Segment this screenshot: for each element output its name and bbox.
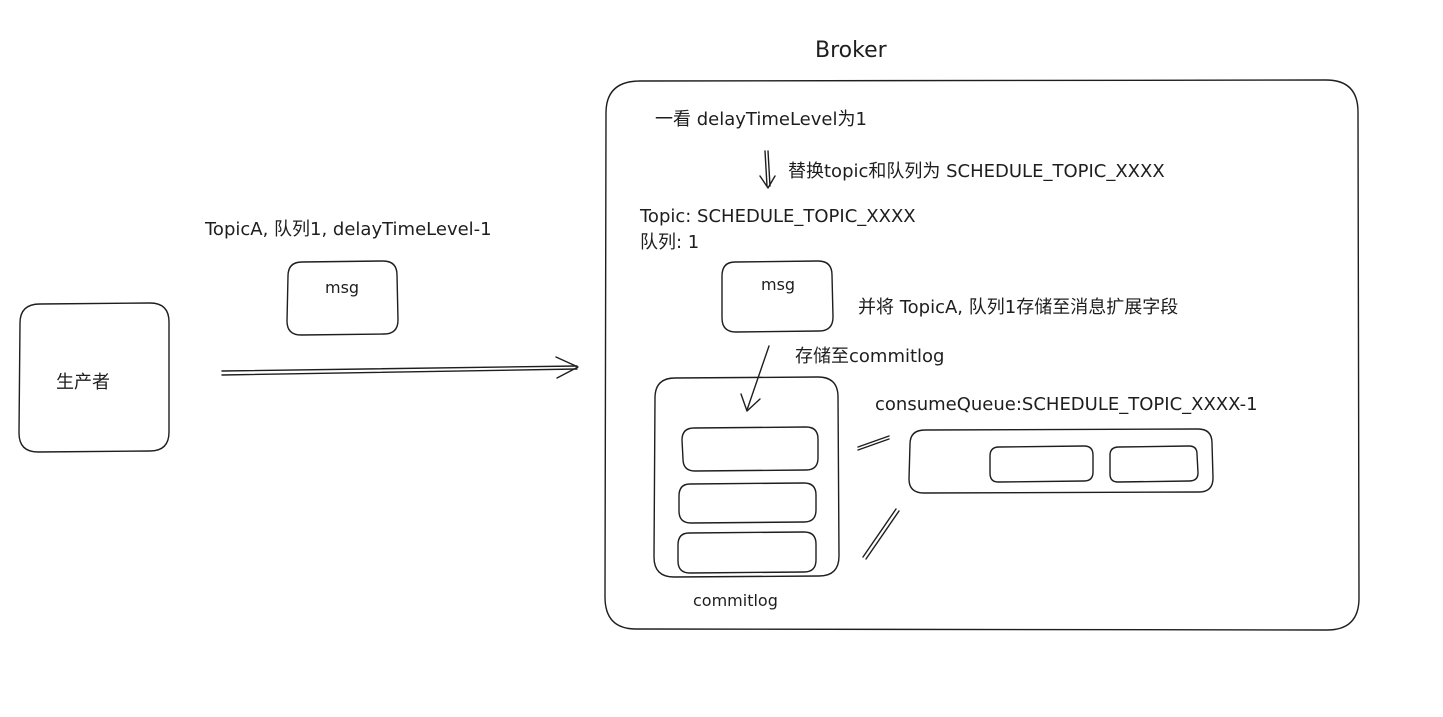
commitlog-box: [653, 376, 840, 578]
producer-box: [18, 302, 170, 453]
store-commitlog-text: 存储至commitlog: [795, 346, 945, 367]
send-arrow: [221, 356, 579, 379]
broker-box: [604, 79, 1360, 631]
consume-queue-entry: [989, 445, 1094, 483]
consume-queue-entry: [1109, 445, 1199, 483]
producer-msg-box: [286, 260, 399, 336]
producer-label: 生产者: [56, 372, 110, 393]
commitlog-entry: [681, 426, 819, 472]
broker-title: Broker: [815, 38, 887, 63]
down-double-arrow: [759, 150, 776, 189]
delay-level-check-text: 一看 delayTimeLevel为1: [655, 109, 867, 130]
broker-msg-label: msg: [761, 275, 796, 294]
commitlog-label: commitlog: [693, 591, 778, 610]
topic-line: Topic: SCHEDULE_TOPIC_XXXX: [640, 206, 916, 227]
commitlog-entry: [677, 531, 817, 574]
queue-line: 队列: 1: [640, 232, 700, 253]
consume-queue-label: consumeQueue:SCHEDULE_TOPIC_XXXX-1: [875, 394, 1258, 415]
producer-msg-label: msg: [325, 278, 360, 297]
replace-topic-text: 替换topic和队列为 SCHEDULE_TOPIC_XXXX: [788, 161, 1165, 182]
queue-connector-lines: [857, 435, 900, 560]
broker-msg-box: [721, 260, 834, 333]
producer-message-meta: TopicA, 队列1, delayTimeLevel-1: [205, 219, 492, 240]
store-arrow: [740, 345, 770, 412]
consume-queue-box: [908, 428, 1214, 494]
save-extension-text: 并将 TopicA, 队列1存储至消息扩展字段: [858, 297, 1179, 318]
commitlog-entry: [678, 482, 817, 524]
